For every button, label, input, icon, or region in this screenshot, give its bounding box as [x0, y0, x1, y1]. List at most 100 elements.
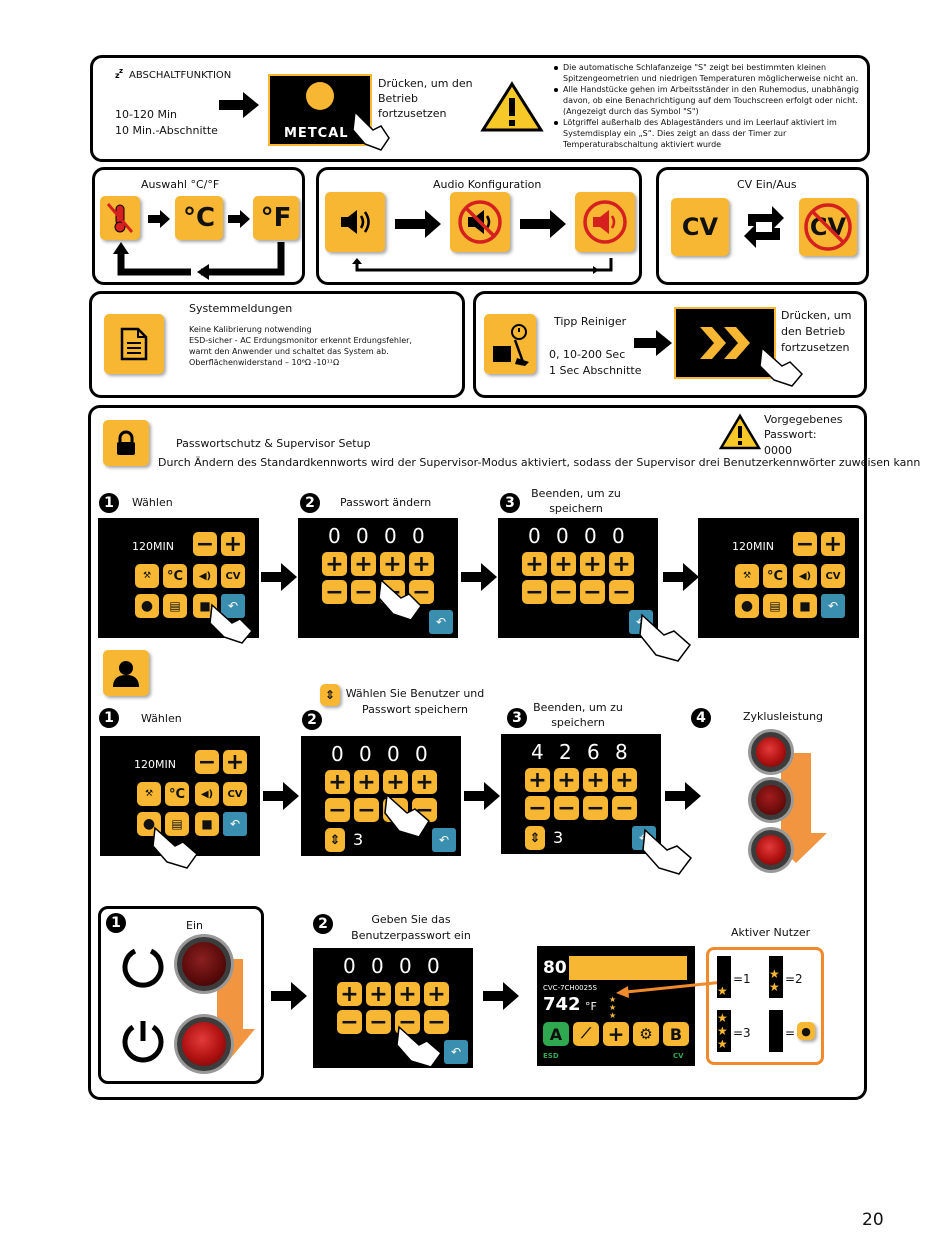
- loop-back-arrow: [352, 258, 613, 274]
- minus-button[interactable]: −: [322, 580, 347, 605]
- cv-off-button[interactable]: CV: [799, 198, 857, 256]
- fast-forward-screen[interactable]: [674, 307, 776, 379]
- arrow-right-icon: [263, 782, 299, 810]
- hand-pointer-icon: [352, 110, 390, 151]
- minus-button[interactable]: −: [424, 1010, 449, 1035]
- speaker-on-button[interactable]: [325, 192, 385, 252]
- speaker-muted-button[interactable]: [450, 192, 510, 252]
- plus-button[interactable]: +: [522, 552, 547, 577]
- minus-button[interactable]: −: [525, 796, 550, 821]
- back-icon[interactable]: ↶: [429, 610, 453, 634]
- minus-button[interactable]: −: [609, 580, 634, 605]
- minus-button[interactable]: −: [612, 796, 637, 821]
- user-icon[interactable]: ●: [135, 594, 159, 618]
- plus-button[interactable]: +: [612, 768, 637, 793]
- minus-button[interactable]: −: [193, 532, 217, 557]
- graph-icon-button[interactable]: ⟋: [573, 1022, 599, 1046]
- button-a[interactable]: A: [543, 1022, 569, 1046]
- minus-button[interactable]: −: [793, 532, 817, 557]
- user-select-icon[interactable]: ⇕: [320, 684, 340, 706]
- plus-button[interactable]: +: [583, 768, 608, 793]
- lock-icon[interactable]: ■: [195, 812, 219, 836]
- plus-button[interactable]: +: [525, 768, 550, 793]
- speaker-icon[interactable]: ◀): [193, 564, 217, 588]
- celsius-icon[interactable]: °C: [763, 564, 787, 588]
- gear-icon[interactable]: ⚙: [633, 1022, 659, 1046]
- celsius-icon[interactable]: °C: [163, 564, 187, 588]
- minus-button[interactable]: −: [366, 1010, 391, 1035]
- thermometer-off-button[interactable]: [100, 196, 140, 240]
- lock-icon[interactable]: ■: [793, 594, 817, 618]
- minus-button[interactable]: −: [522, 580, 547, 605]
- plus-button[interactable]: +: [609, 552, 634, 577]
- plus-button[interactable]: +: [325, 770, 350, 795]
- back-icon[interactable]: ↶: [444, 1040, 468, 1064]
- cleaner-press-text: Drücken, um den Betrieb fortzusetzen: [781, 309, 852, 354]
- plus-button[interactable]: +: [354, 770, 379, 795]
- user-select-button[interactable]: ⇕: [325, 828, 345, 852]
- arrow-right-icon: [665, 782, 701, 810]
- back-icon[interactable]: ↶: [432, 828, 456, 852]
- plus-button[interactable]: +: [337, 982, 362, 1007]
- audio-panel: Audio Konfiguration: [316, 167, 642, 285]
- digit: 0: [331, 742, 344, 766]
- minus-button[interactable]: −: [195, 750, 219, 775]
- minus-button[interactable]: −: [409, 580, 434, 605]
- cv-icon[interactable]: CV: [223, 782, 247, 806]
- document-icon-button[interactable]: [104, 314, 164, 374]
- user-select-button[interactable]: ⇕: [525, 826, 545, 850]
- plus-button[interactable]: +: [380, 552, 405, 577]
- user-icon-button[interactable]: [103, 650, 149, 696]
- plus-button[interactable]: +: [221, 532, 245, 557]
- user-icon[interactable]: ●: [735, 594, 759, 618]
- plus-button[interactable]: +: [395, 982, 420, 1007]
- arrow-right-icon: [461, 563, 497, 591]
- minus-button[interactable]: −: [554, 796, 579, 821]
- button-b[interactable]: B: [663, 1022, 689, 1046]
- document-icon[interactable]: ▤: [763, 594, 787, 618]
- plus-button[interactable]: +: [383, 770, 408, 795]
- plus-button[interactable]: +: [351, 552, 376, 577]
- back-icon[interactable]: ↶: [223, 812, 247, 836]
- celsius-button[interactable]: °C: [175, 196, 223, 240]
- cv-icon[interactable]: CV: [221, 564, 245, 588]
- plus-button[interactable]: +: [580, 552, 605, 577]
- cleaner-icon[interactable]: ⚒: [135, 564, 159, 588]
- cleaner-icon[interactable]: ⚒: [735, 564, 759, 588]
- minus-button[interactable]: −: [551, 580, 576, 605]
- speaker-icon[interactable]: ◀): [195, 782, 219, 806]
- plus-button[interactable]: +: [603, 1022, 629, 1046]
- minus-button[interactable]: −: [580, 580, 605, 605]
- back-icon[interactable]: ↶: [821, 594, 845, 618]
- plus-button[interactable]: +: [821, 532, 845, 557]
- cleaner-icon[interactable]: ⚒: [137, 782, 161, 806]
- plus-button[interactable]: +: [412, 770, 437, 795]
- minus-button[interactable]: −: [354, 798, 379, 823]
- enter-password-label: Geben Sie das Benutzerpasswort ein: [351, 913, 471, 942]
- speaker-icon[interactable]: ◀): [793, 564, 817, 588]
- speaker-alert-button[interactable]: [575, 192, 635, 252]
- minus-button[interactable]: −: [351, 580, 376, 605]
- cv-on-button[interactable]: CV: [671, 198, 729, 256]
- minus-button[interactable]: −: [395, 1010, 420, 1035]
- cleaner-icon-button[interactable]: [484, 314, 536, 374]
- step-label: Wählen: [132, 496, 173, 509]
- plus-button[interactable]: +: [409, 552, 434, 577]
- plus-button[interactable]: +: [554, 768, 579, 793]
- document-icon[interactable]: ▤: [165, 812, 189, 836]
- plus-button[interactable]: +: [424, 982, 449, 1007]
- plus-button[interactable]: +: [223, 750, 247, 775]
- document-icon[interactable]: ▤: [163, 594, 187, 618]
- back-icon[interactable]: ↶: [221, 594, 245, 618]
- minus-button[interactable]: −: [325, 798, 350, 823]
- metcal-logo-screen[interactable]: METCAL: [268, 74, 372, 146]
- cv-icon[interactable]: CV: [821, 564, 845, 588]
- plus-button[interactable]: +: [322, 552, 347, 577]
- minus-button[interactable]: −: [337, 1010, 362, 1035]
- plus-button[interactable]: +: [366, 982, 391, 1007]
- celsius-icon[interactable]: °C: [165, 782, 189, 806]
- plus-button[interactable]: +: [551, 552, 576, 577]
- fahrenheit-button[interactable]: °F: [253, 196, 299, 240]
- minus-button[interactable]: −: [583, 796, 608, 821]
- lock-icon-button[interactable]: [103, 420, 149, 466]
